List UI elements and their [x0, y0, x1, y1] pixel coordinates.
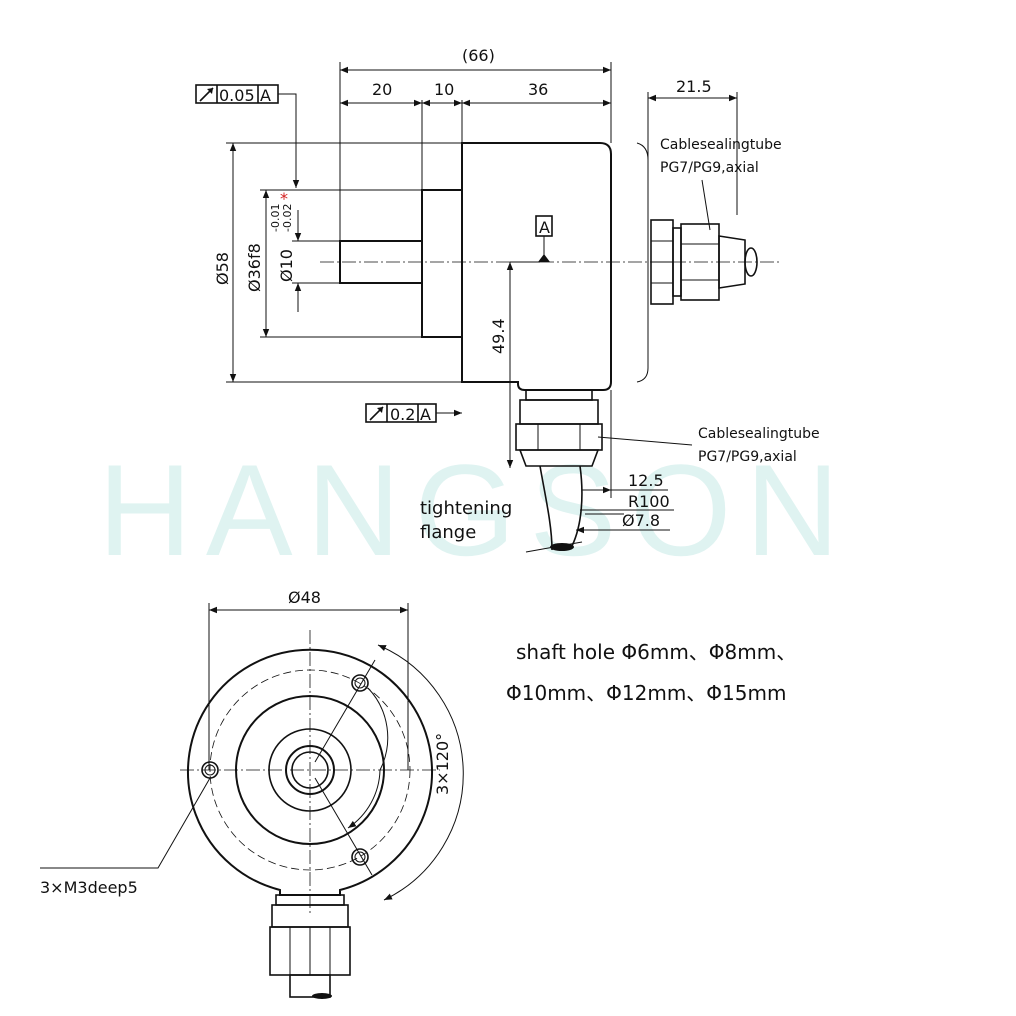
dim-cable-offset: 12.5 — [628, 471, 664, 490]
dim-body-length: 36 — [528, 80, 548, 99]
dim-shaft-diameter: Ø10 — [277, 249, 296, 282]
dim-shaft-tol-lower: -0.02 — [281, 204, 294, 232]
radial-cable-gland — [515, 389, 603, 553]
tightening-flange-label-1: tightening — [420, 498, 512, 519]
mounting-hole — [351, 848, 369, 866]
mounting-hole — [351, 674, 369, 692]
front-view: Ø48 3×120° — [40, 588, 464, 999]
dim-shaft-length: 20 — [372, 80, 392, 99]
datum-a-label: A — [539, 218, 550, 237]
radial-tube-label-1: Cablesealingtube — [698, 426, 820, 442]
encoder-body — [461, 142, 612, 391]
runout-tolerance-bottom: 0.2 A — [365, 403, 462, 424]
dim-overall-length: (66) — [462, 46, 495, 65]
dim-flange-length: 10 — [434, 80, 454, 99]
spigot-flange — [421, 189, 463, 338]
runout-tolerance-top: 0.05 A — [195, 84, 300, 188]
watermark-text: HANGSON — [98, 437, 853, 583]
red-star-marker: * — [280, 189, 288, 208]
angle-label: 3×120° — [433, 733, 452, 795]
dim-cable-height: 49.4 — [489, 318, 508, 354]
svg-text:A: A — [420, 405, 431, 424]
dim-bend-radius: R100 — [628, 492, 670, 511]
side-view: (66) 20 10 36 21.5 Cablesealingtube PG7 — [195, 46, 820, 553]
dim-pitch-diameter: Ø48 — [288, 588, 321, 607]
axial-tube-label-2: PG7/PG9,axial — [660, 160, 759, 176]
tightening-flange-label-2: flange — [420, 522, 476, 543]
svg-text:0.05: 0.05 — [219, 86, 255, 105]
dim-shaft-tol-upper: -0.01 — [269, 204, 282, 232]
axial-tube-label-1: Cablesealingtube — [660, 137, 782, 153]
shaft-hole-note-2: Φ10mm、Φ12mm、Φ15mm — [506, 681, 786, 705]
holes-label: 3×M3deep5 — [40, 878, 138, 897]
dim-spigot-diameter: Ø36f8 — [245, 243, 264, 292]
front-body-outline — [187, 648, 433, 896]
shaft-hole-note-1: shaft hole Φ6mm、Φ8mm、 — [516, 640, 796, 664]
svg-text:0.2: 0.2 — [390, 405, 415, 424]
dim-cable-diameter: Ø7.8 — [622, 511, 660, 530]
axial-cable-gland — [650, 219, 758, 305]
radial-tube-label-2: PG7/PG9,axial — [698, 449, 797, 465]
svg-text:A: A — [260, 86, 271, 105]
dim-cable-tube-length: 21.5 — [676, 77, 712, 96]
dim-body-diameter: Ø58 — [213, 252, 232, 285]
front-cable-gland — [269, 894, 351, 999]
